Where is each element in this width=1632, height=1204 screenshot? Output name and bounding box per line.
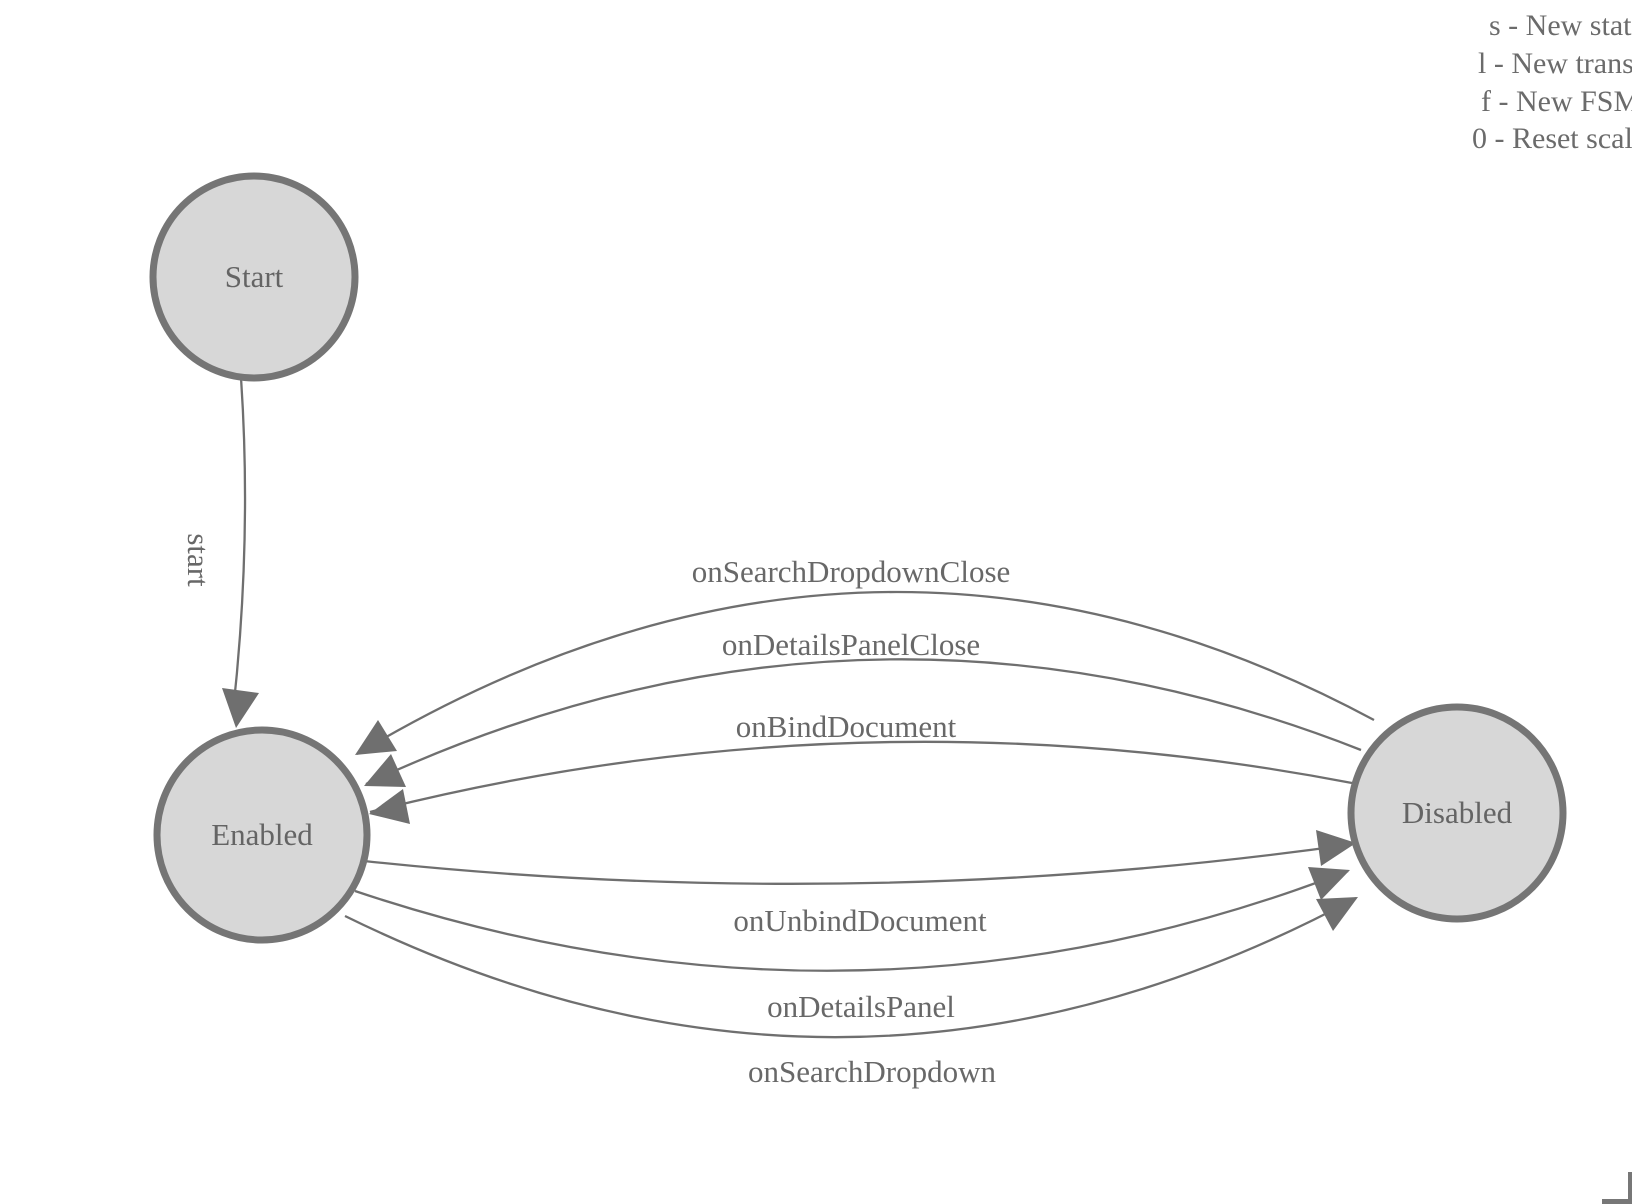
legend-item-reset-scale: 0 - Reset scale xyxy=(1472,122,1632,155)
transition-label-start: start xyxy=(181,533,216,587)
canvas-corner-mark xyxy=(1602,1172,1632,1204)
transition-label-onSearchDropdown: onSearchDropdown xyxy=(748,1054,996,1089)
transition-edge-onUnbindDocument[interactable] xyxy=(363,842,1355,885)
legend-item-new-state: s - New state xyxy=(1489,9,1632,42)
legend-item-new-transition: l - New transition xyxy=(1478,47,1632,80)
transition-edge-onBindDocument[interactable] xyxy=(369,740,1353,814)
state-node-disabled[interactable] xyxy=(1347,703,1567,923)
state-label-start: Start xyxy=(224,259,284,294)
arrowhead-icon xyxy=(369,789,410,824)
legend-item-new-fsm: f - New FSM xyxy=(1481,85,1632,118)
state-node-start[interactable] xyxy=(149,172,359,382)
arrowhead-icon xyxy=(222,688,259,728)
transition-label-onDetailsPanel: onDetailsPanel xyxy=(767,989,955,1024)
arrowhead-icon xyxy=(1316,897,1358,931)
transition-edge-onSearchDropdown[interactable] xyxy=(344,896,1357,1039)
transition-label-onUnbindDocument: onUnbindDocument xyxy=(733,903,987,938)
state-label-disabled: Disabled xyxy=(1401,795,1513,830)
transition-label-onSearchDropdownClose: onSearchDropdownClose xyxy=(691,554,1011,589)
arrowhead-icon xyxy=(1316,830,1356,866)
transition-edge-onSearchDropdownClose[interactable] xyxy=(356,590,1375,755)
transition-edge-onDetailsPanelClose[interactable] xyxy=(365,658,1362,786)
state-label-enabled: Enabled xyxy=(211,817,313,852)
transition-edge-start[interactable] xyxy=(231,377,247,713)
state-node-enabled[interactable] xyxy=(153,726,371,944)
transition-label-onDetailsPanelClose: onDetailsPanelClose xyxy=(721,627,981,662)
transition-label-onBindDocument: onBindDocument xyxy=(735,709,957,744)
arrowhead-icon xyxy=(1308,867,1350,900)
arrowhead-icon xyxy=(355,720,397,755)
arrowhead-icon xyxy=(364,754,406,787)
transition-edge-onDetailsPanel[interactable] xyxy=(354,869,1349,972)
